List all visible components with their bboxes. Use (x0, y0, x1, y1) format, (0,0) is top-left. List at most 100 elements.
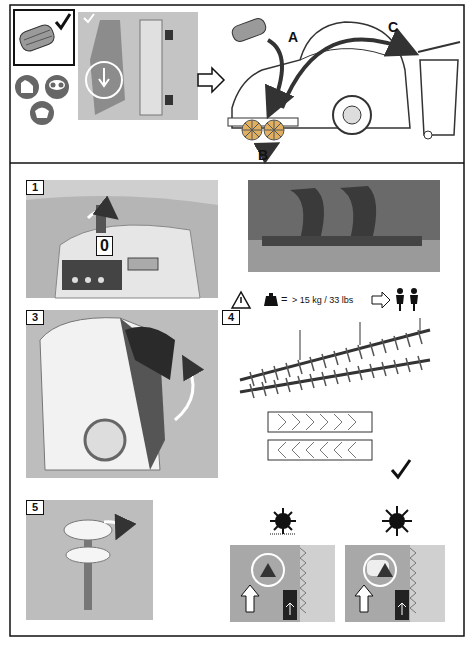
machine-outline (228, 22, 410, 134)
weight-warning-part (397, 288, 403, 294)
photo-open-machine-part (175, 360, 193, 420)
photo-indicator-left-part (283, 590, 297, 620)
ppe-icons-part (51, 83, 56, 88)
detail-photo-part (78, 12, 198, 120)
photo-indicator-right-part (377, 563, 393, 577)
photo-indicator-left (230, 545, 335, 622)
weight-warning-part (264, 296, 278, 306)
photo-indicator-right-part (355, 585, 373, 612)
new-brush-icon-part (230, 17, 267, 44)
photo-control-panel-part (85, 277, 91, 283)
photo-hands-part (248, 180, 440, 272)
ppe-icons (15, 75, 69, 125)
photo-indicator-left-part (230, 545, 335, 622)
ppe-icons-part (30, 101, 54, 125)
brush-wear-icons (270, 506, 412, 536)
detail-photo-part (86, 62, 122, 98)
brush-drawing-part (268, 412, 372, 432)
detail-photo-part (140, 20, 162, 115)
machine-outline-part (333, 96, 371, 134)
detail-photo-part (165, 95, 173, 105)
pointer-arrow-part (198, 68, 224, 92)
photo-hands-part (290, 188, 324, 240)
weight-warning-part (240, 297, 242, 303)
weight-warning-part (396, 295, 404, 311)
photo-control-panel-part (128, 258, 158, 270)
weight-warning-part (410, 295, 418, 311)
photo-knob-part (104, 522, 120, 535)
detail-photo (78, 12, 198, 120)
photo-hands (248, 180, 440, 272)
photo-control-panel (26, 180, 218, 298)
photo-hands-part (340, 186, 376, 240)
callout-number: 5 (26, 500, 44, 515)
photo-control-panel-part (26, 196, 218, 298)
photo-control-panel-part (62, 260, 122, 290)
page-frame (10, 5, 464, 636)
ppe-icons-part (45, 75, 69, 99)
photo-knob-part (66, 547, 110, 563)
photo-open-machine-part (26, 310, 218, 478)
brush-icon-part (18, 23, 57, 53)
waste-bin (418, 42, 460, 139)
photo-indicator-left-part (252, 554, 284, 586)
machine-outline-part (228, 118, 298, 126)
weight-warning-part (411, 288, 417, 294)
photo-control-panel-part (88, 211, 114, 218)
brush-wear-icons-part (270, 534, 296, 535)
detail-photo-part (99, 68, 109, 86)
process-arrows (256, 39, 412, 148)
photo-indicator-right-part (398, 603, 406, 615)
brush-rollers (242, 120, 284, 140)
process-arrows-part (282, 39, 412, 108)
photo-open-machine-part (85, 420, 125, 460)
photo-control-panel-part (26, 180, 218, 298)
photo-hands-part (262, 236, 422, 246)
page-frame-part (10, 5, 464, 636)
photo-control-panel-part (96, 205, 106, 233)
process-arrows-part (268, 40, 282, 112)
detail-photo-part (165, 30, 173, 40)
weight-warning (232, 288, 418, 311)
brush-drawing-part (300, 330, 301, 360)
photo-knob-part (26, 500, 153, 620)
pointer-arrow (198, 68, 224, 92)
brush-drawing-part (250, 356, 422, 398)
photo-indicator-right-part (345, 545, 445, 622)
page-frame-part (10, 162, 464, 164)
weight-note: > 15 kg / 33 lbs (292, 296, 353, 305)
brush-drawing-part (360, 322, 361, 345)
ppe-icons-part (35, 108, 49, 119)
weight-warning-part (372, 292, 390, 308)
brush-icon-part (14, 10, 74, 65)
brush-drawing (240, 318, 430, 477)
photo-indicator-left-part (286, 603, 294, 615)
brush-drawing-part (278, 442, 356, 458)
photo-open-machine (26, 310, 218, 478)
new-brush-icon (230, 17, 267, 44)
brush-icon-part (26, 36, 52, 45)
photo-indicator-left-part (300, 545, 335, 622)
step-letter: A (288, 30, 298, 44)
photo-indicator-right-part (364, 554, 396, 586)
photo-control-panel-part (55, 225, 200, 298)
step-letter: C (388, 20, 398, 34)
ppe-icons-part (49, 80, 65, 90)
brush-drawing-part (392, 460, 410, 477)
brush-wear-icons-part (270, 508, 296, 534)
brush-icon (14, 10, 74, 65)
brush-drawing-part (268, 440, 372, 460)
photo-indicator-left-part (241, 585, 259, 612)
photo-indicator-left-part (260, 563, 276, 577)
photo-control-panel-part (72, 277, 78, 283)
waste-bin-part (424, 131, 432, 139)
photo-control-panel-part (98, 277, 104, 283)
brush-drawing-part (278, 414, 356, 430)
photo-indicator-right (345, 545, 445, 622)
weight-warning-part (232, 292, 250, 308)
waste-bin-part (420, 60, 458, 135)
callout-number: 3 (26, 310, 44, 325)
brush-icon-part (56, 14, 70, 28)
waste-bin-part (418, 42, 460, 52)
brush-wear-icons-part (382, 506, 412, 536)
